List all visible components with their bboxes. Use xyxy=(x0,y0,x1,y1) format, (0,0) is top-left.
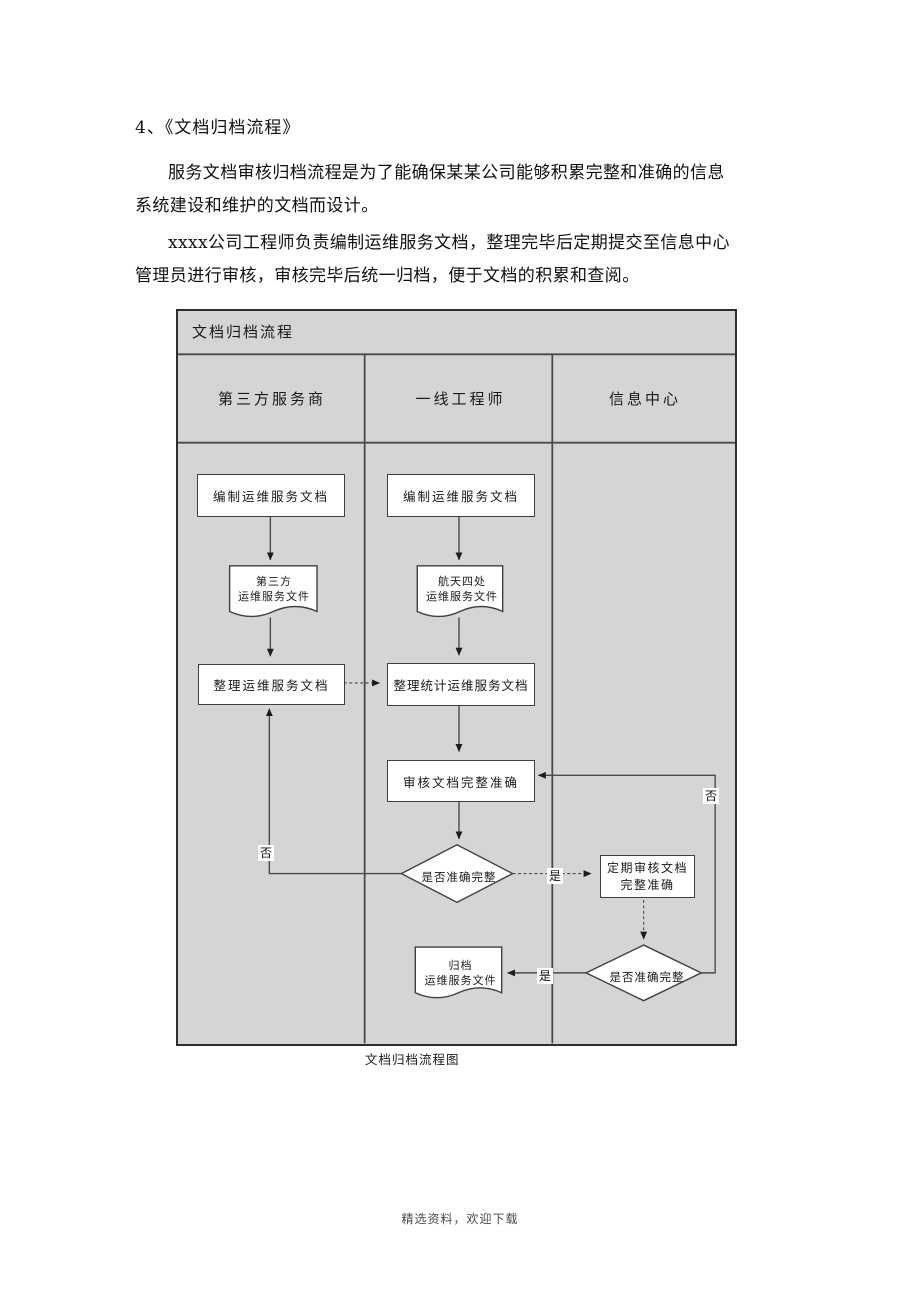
page-footer: 精选资料，欢迎下载 xyxy=(401,1212,519,1226)
node-engineer-review: 审核文档完整准确 xyxy=(387,760,535,802)
archive-doc-shape xyxy=(414,946,503,999)
node-center-review: 定期审核文档 完整准确 xyxy=(600,855,695,898)
node-engineer-create: 编制运维服务文档 xyxy=(387,474,535,517)
lane-header-info-center: 信息中心 xyxy=(608,390,681,408)
lane-header-frontline-engineer: 一线工程师 xyxy=(415,390,506,408)
engineer-decision-shape xyxy=(399,844,515,904)
edge-label-yes-to-archive: 是 xyxy=(537,968,554,984)
paragraph2-line1: xxxx公司工程师负责编制运维服务文档，整理完毕后定期提交至信息中心 xyxy=(168,233,730,253)
node-center-review-line2: 完整准确 xyxy=(620,877,675,892)
vendor-doc-shape xyxy=(228,565,318,618)
node-center-review-line1: 定期审核文档 xyxy=(606,861,688,876)
paragraph1-line1: 服务文档审核归档流程是为了能确保某某公司能够积累完整和准确的信息 xyxy=(168,163,725,183)
section-heading: 4、《文档归档流程》 xyxy=(135,118,301,138)
edge-label-no-loop-review: 否 xyxy=(703,788,720,804)
center-decision-shape xyxy=(584,944,703,1002)
lane-header-third-party: 第三方服务商 xyxy=(217,390,326,408)
figure-caption: 文档归档流程图 xyxy=(365,1052,460,1067)
node-engineer-organize: 整理统计运维服务文档 xyxy=(387,663,535,706)
flowchart-diagram: 文档归档流程 第三方服务商 一线工程师 信息中心 编制运维服务文档 编制运维服务… xyxy=(176,309,737,1046)
node-vendor-organize: 整理运维服务文档 xyxy=(198,664,345,705)
flowchart-title: 文档归档流程 xyxy=(192,323,295,341)
engineer-doc-shape xyxy=(416,565,504,618)
paragraph1-line2: 系统建设和维护的文档而设计。 xyxy=(135,196,379,216)
node-vendor-create: 编制运维服务文档 xyxy=(197,474,345,517)
edge-label-yes-to-center: 是 xyxy=(547,868,564,884)
paragraph2-line2: 管理员进行审核，审核完毕后统一归档，便于文档的积累和查阅。 xyxy=(135,266,640,286)
edge-label-no-loop-vendor: 否 xyxy=(258,845,275,861)
